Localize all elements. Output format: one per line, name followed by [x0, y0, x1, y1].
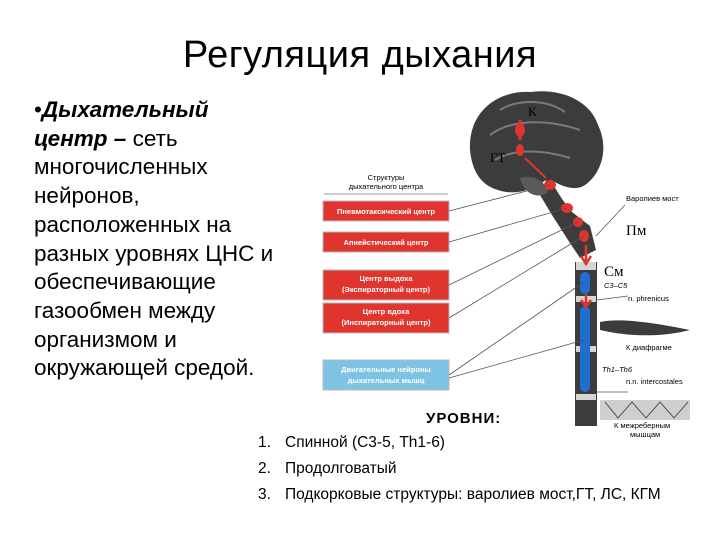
level-item: 3. Подкорковые структуры: варолиев мост,…: [258, 485, 678, 504]
box-motor-line1: Двигательные нейроны: [341, 365, 431, 374]
level-item: 2. Продолговатый: [258, 459, 678, 478]
level-number: 2.: [258, 460, 271, 477]
box-motor-neurons: [322, 359, 450, 391]
label-intercostales: n.n. intercostales: [626, 377, 683, 386]
spinal-cord: [575, 262, 597, 426]
box-motor-line2: дыхательных мышц: [348, 376, 425, 385]
levels-heading: УРОВНИ:: [426, 410, 502, 427]
label-c3c5: C3–C5: [604, 281, 628, 290]
box-inspiratory-line1: Центр вдоха: [363, 307, 411, 316]
level-number: 3.: [258, 486, 271, 503]
label-phrenicus: n. phrenicus: [628, 294, 669, 303]
label-intercostal-muscles-line1: К межреберным: [614, 421, 670, 430]
definition-term: Дыхательный центр –: [34, 97, 209, 151]
level-text: Продолговатый: [285, 460, 397, 477]
diaphragm-muscle: [600, 320, 690, 336]
slide-title: Регуляция дыхания: [182, 34, 538, 76]
label-k: К: [528, 104, 537, 119]
connector-lines: [448, 184, 629, 393]
label-th1th6: Th1–Th6: [602, 365, 633, 374]
box-expiratory-line2: (Экспираторный центр): [342, 285, 430, 294]
structures-caption-line2: дыхательного центра: [349, 182, 424, 191]
box-expiratory: [322, 269, 450, 301]
box-pneumotaxic-label: Пневмотаксический центр: [337, 207, 435, 216]
definition-body: сеть многочисленных нейронов, расположен…: [34, 125, 274, 381]
label-intercostal-muscles-line2: мышцам: [630, 430, 660, 439]
level-item: 1. Спинной (С3-5, Th1-6): [258, 433, 678, 452]
label-sm: См: [604, 264, 624, 280]
box-inspiratory-line2: (Инспираторный центр): [342, 318, 431, 327]
box-inspiratory: [322, 302, 450, 334]
rib-section: [600, 400, 690, 420]
levels-list: 1. Спинной (С3-5, Th1-6) 2. Продолговаты…: [258, 433, 678, 511]
level-text: Спинной (С3-5, Th1-6): [285, 434, 445, 451]
label-diaphragm: К диафрагме: [626, 343, 672, 352]
box-expiratory-line1: Центр выдоха: [359, 274, 413, 283]
box-apneustic-label: Апнейстический центр: [344, 238, 429, 247]
definition-text: •Дыхательный центр – сеть многочисленных…: [34, 97, 274, 381]
label-gt: ГТ: [490, 150, 506, 165]
structures-caption-line1: Структуры: [368, 173, 405, 182]
label-pm: Пм: [626, 223, 647, 239]
label-pons: Варолиев мост: [626, 194, 679, 203]
level-number: 1.: [258, 434, 271, 451]
level-text: Подкорковые структуры: варолиев мост,ГТ,…: [285, 486, 661, 503]
